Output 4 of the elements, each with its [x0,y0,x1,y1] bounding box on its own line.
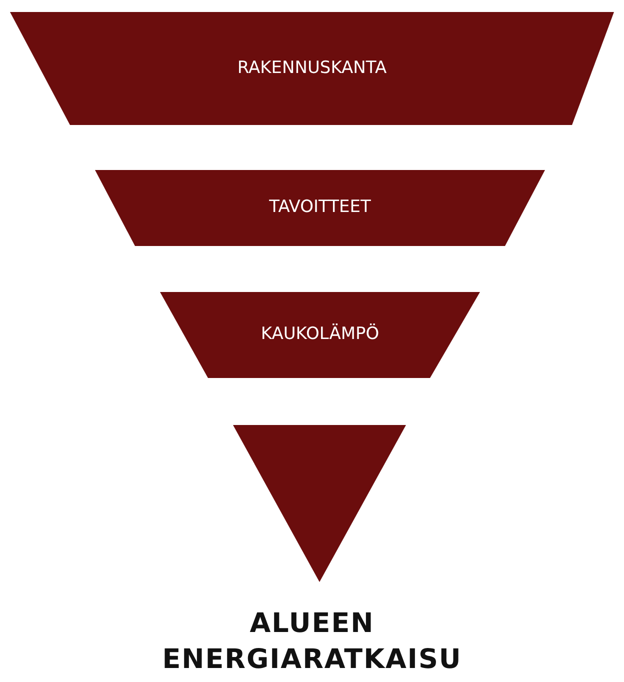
level-label: TAVOITTEET [268,197,372,217]
level-label: KAUKOLÄMPÖ [260,324,380,344]
result-label: ALUEEN ENERGIARATKAISU [161,607,463,677]
level-label: RAKENNUSKANTA [236,58,388,78]
